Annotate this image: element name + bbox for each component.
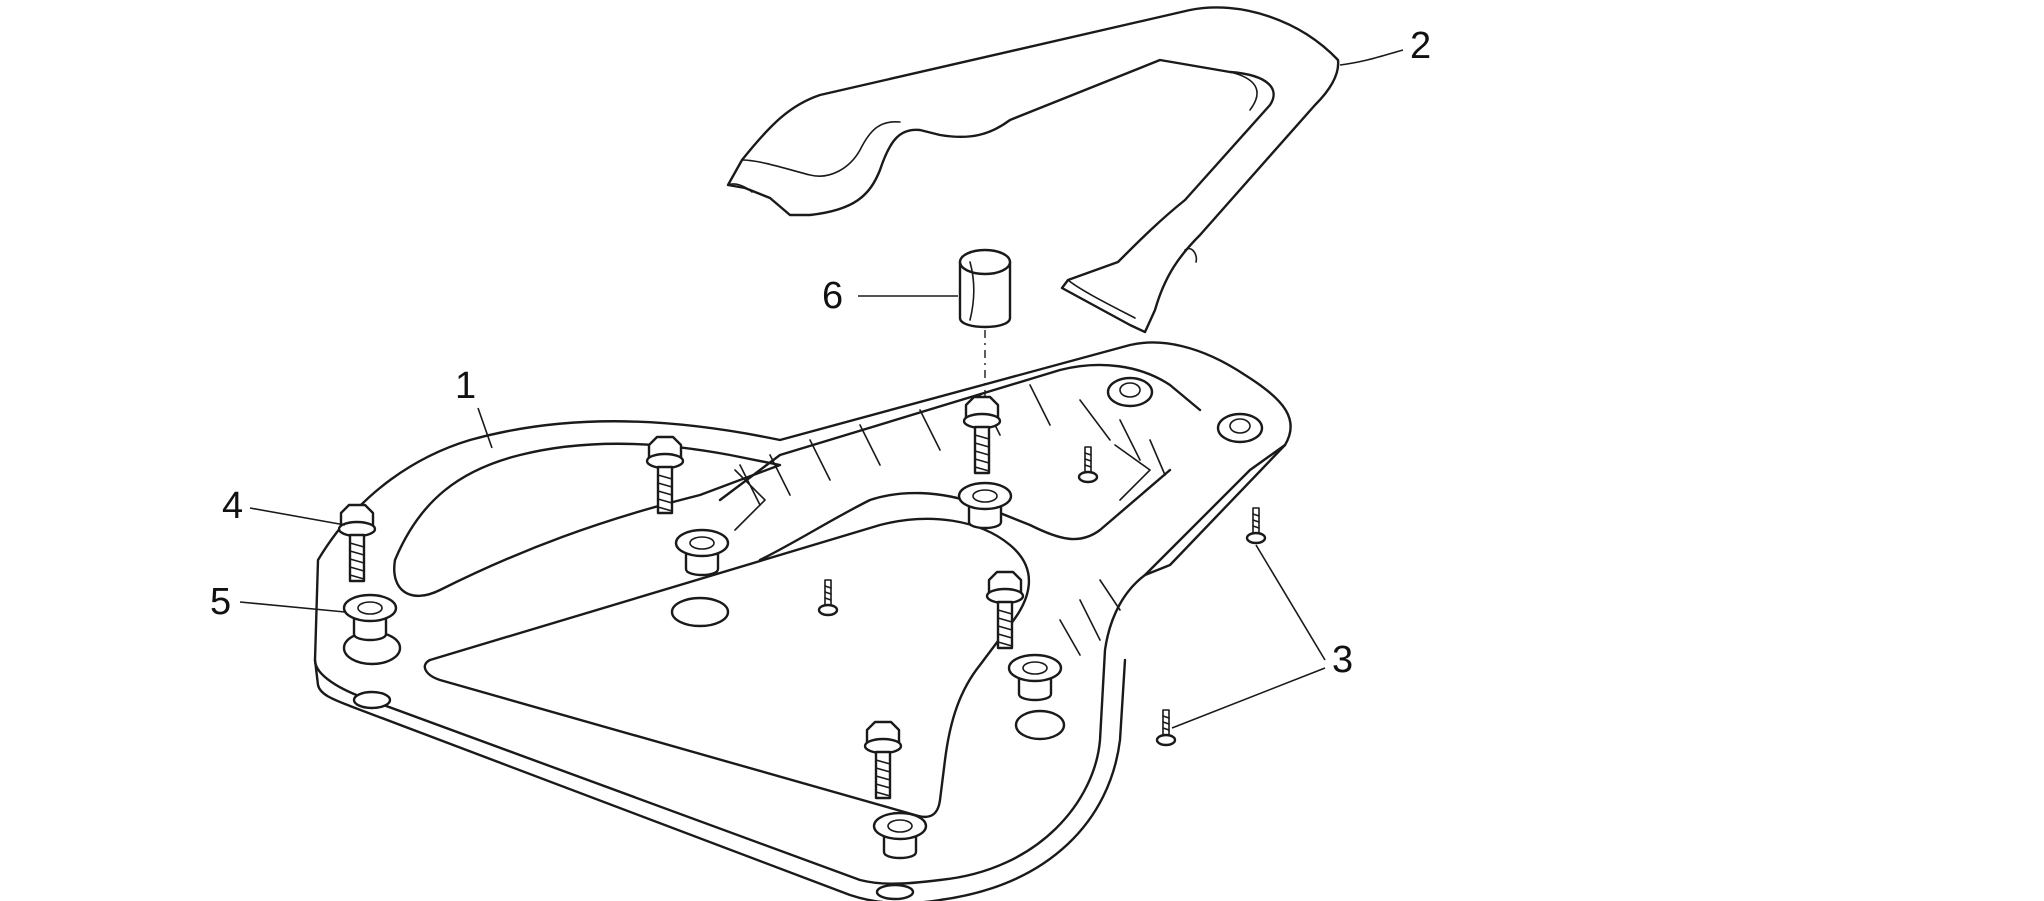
leader-4 [249, 507, 346, 526]
small-screw [1155, 709, 1177, 747]
spacer [674, 528, 730, 577]
part-4-bolts [337, 395, 1025, 800]
callout-labels: 1 2 3 4 5 6 [210, 25, 1431, 681]
callout-6: 6 [822, 275, 843, 317]
small-screw [1245, 507, 1267, 545]
bolt [985, 570, 1025, 650]
callout-3: 3 [1332, 639, 1353, 681]
callout-5: 5 [210, 581, 231, 623]
spacer [957, 481, 1013, 530]
leader-2 [1339, 49, 1404, 66]
callout-4: 4 [222, 485, 243, 527]
spacer [342, 593, 398, 642]
part-2-cover-trim [726, 6, 1340, 334]
small-screw [1077, 446, 1099, 484]
leader-5 [239, 601, 346, 613]
leader-lines [239, 49, 1404, 729]
bolt [645, 435, 685, 515]
leader-1 [477, 407, 493, 449]
leader-3b [1171, 667, 1326, 729]
part-6-cylinder-pin [958, 248, 1012, 400]
bolt [863, 720, 903, 800]
spacer [1007, 653, 1063, 702]
bolt [962, 395, 1002, 475]
callout-2: 2 [1410, 25, 1431, 67]
spacer [872, 811, 928, 860]
part-5-spacers [342, 481, 1063, 860]
small-screw [817, 579, 839, 617]
part-1-carrier-frame [313, 341, 1292, 901]
callout-1: 1 [455, 365, 476, 407]
bolt [337, 503, 377, 583]
leader-3a [1255, 544, 1326, 661]
part-3-small-screws [817, 446, 1267, 747]
